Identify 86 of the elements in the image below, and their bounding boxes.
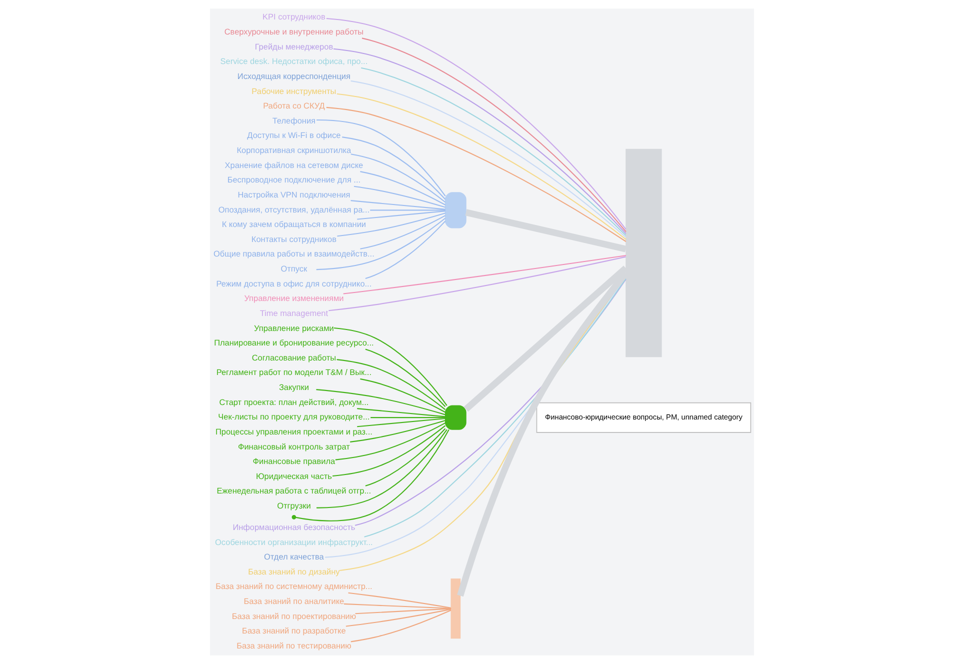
node-box xyxy=(444,405,466,430)
node-text: Старт проекта: план действий, докум... xyxy=(218,398,368,407)
node-text: Сверхурочные и внутренние работы xyxy=(224,27,364,36)
connector xyxy=(364,428,446,486)
node-bar xyxy=(450,578,460,639)
connector xyxy=(336,359,446,410)
node-text: Процессы управления проектами и раз... xyxy=(214,427,372,436)
connector xyxy=(360,215,446,250)
connector xyxy=(343,603,450,609)
connector xyxy=(356,418,445,428)
node-text: Беспроводное подключение для ... xyxy=(226,176,360,185)
node-text: Информационная безопасность xyxy=(232,522,355,532)
node-text: Опоздания, отсутствия, удалённая ра... xyxy=(218,205,370,214)
connector xyxy=(370,210,445,211)
connector xyxy=(364,220,446,280)
node-text: Финансовый контроль затрат xyxy=(237,442,350,452)
connector xyxy=(464,209,626,252)
node-text: Юридическая часть xyxy=(255,472,332,481)
node-text: Контакты сотрудников xyxy=(250,234,336,244)
node-text: Особенности организации инфраструкт... xyxy=(214,538,372,547)
connector xyxy=(332,425,446,477)
connector xyxy=(456,271,628,597)
node-text: KPI сотрудников xyxy=(262,12,325,22)
connector xyxy=(345,608,450,627)
connector xyxy=(295,429,449,522)
connector xyxy=(353,186,445,208)
connector xyxy=(342,136,446,200)
node-text: Режим доступа в офис для сотруднико... xyxy=(216,279,372,288)
node-text: База знаний по дизайну xyxy=(248,567,340,576)
connector xyxy=(463,266,628,412)
connector xyxy=(328,256,626,312)
node-point xyxy=(291,514,296,520)
node-box xyxy=(444,192,466,228)
connector xyxy=(360,171,446,206)
node-text: Регламент работ по модели T&M / Вык... xyxy=(216,368,372,378)
node-text: Закупки xyxy=(278,383,308,392)
node-text: Телефония xyxy=(272,116,316,126)
node-text: Отпуск xyxy=(280,264,307,274)
connector xyxy=(348,592,450,608)
node-text: Работа со СКУД xyxy=(262,102,324,111)
node-text: База знаний по аналитике xyxy=(243,597,344,606)
node-text: Еженедельная работа с таблицей отгр... xyxy=(216,486,371,496)
connector xyxy=(350,200,445,210)
node-text: База знаний по системному администр... xyxy=(215,582,372,592)
node-text: Общие правила работы и взаимодейств... xyxy=(213,250,374,259)
connector xyxy=(360,378,446,413)
connector xyxy=(350,610,451,642)
node-text: Управление рисками xyxy=(254,324,334,333)
node-text: Time management xyxy=(259,308,328,318)
connector xyxy=(350,154,446,203)
node-text: К кому зачем обращаться в компании xyxy=(221,220,366,230)
node-text: Согласование работы xyxy=(251,353,336,362)
node-text: Планирование и бронирование ресурсо... xyxy=(214,338,374,348)
connector xyxy=(316,389,445,416)
connector xyxy=(356,210,445,220)
node-text: Финансовые правила xyxy=(252,457,335,466)
label: Финансово-юридические вопросы, PM, unnamed category xyxy=(544,412,742,422)
connector xyxy=(334,422,446,460)
connector xyxy=(350,420,445,442)
node-text: Чек-листы по проекту для руководите... xyxy=(218,412,370,422)
node-text: Настройка VPN подключения xyxy=(237,190,350,200)
connector xyxy=(316,429,447,508)
node-text: База знаний по проектированию xyxy=(231,612,356,621)
node-text: Хранение файлов на сетевом диске xyxy=(224,160,363,170)
connector xyxy=(356,408,445,418)
node-text: Отгрузки xyxy=(276,502,310,511)
connector xyxy=(370,417,445,418)
node-bar xyxy=(625,148,662,358)
connector xyxy=(316,218,446,270)
connector xyxy=(333,327,447,406)
connector xyxy=(354,608,451,614)
node-text: Service desk. Недостатки офиса, про... xyxy=(220,57,368,66)
connector xyxy=(364,348,446,407)
node-text: Исходящая корреспонденция xyxy=(236,72,350,81)
node-text: Отдел качества xyxy=(264,552,324,562)
node-text: База знаний по разработке xyxy=(242,626,346,636)
connector xyxy=(336,212,445,237)
node-text: Доступы к Wi-Fi в офисе xyxy=(246,131,340,140)
node-text: Грейды менеджеров xyxy=(254,42,333,52)
node-text: Рабочие инструменты xyxy=(251,86,336,96)
node-text: База знаний по тестированию xyxy=(236,641,351,650)
node-text: Управление изменениями xyxy=(244,294,344,304)
node-text: Корпоративная скриншотилка xyxy=(236,146,351,155)
connector xyxy=(316,119,446,196)
connector xyxy=(326,18,626,230)
connector xyxy=(342,254,626,294)
